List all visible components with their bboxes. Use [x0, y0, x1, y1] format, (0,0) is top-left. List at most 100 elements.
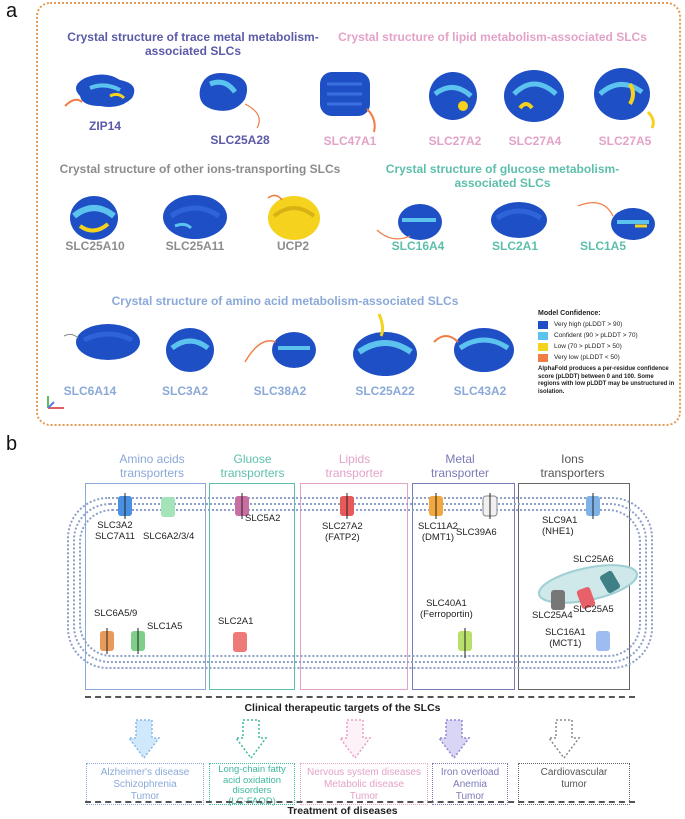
- axes-icon: [47, 396, 64, 409]
- ions-column-box: [518, 483, 630, 690]
- metal-column-title: Metal transporter: [430, 452, 490, 480]
- slc25a22-structure-image: [353, 313, 417, 376]
- slc25a28-structure-image: [199, 73, 260, 129]
- legend-item: Very low (pLDDT < 50): [538, 354, 676, 362]
- glucose-column-title: Gluose transporters: [220, 452, 285, 480]
- slc25a11-structure-image: [163, 195, 227, 239]
- slc16a1-transporter-icon: [596, 631, 610, 651]
- lipids-column-title: Lipids transporter: [325, 452, 384, 480]
- slc25a28-label: SLC25A28: [210, 133, 270, 147]
- legend-note: AlphaFold produces a per-residue confide…: [538, 366, 675, 395]
- slc1a5-structure-image: [577, 202, 655, 240]
- slc25a6-label-b: SLC25A6: [573, 554, 614, 565]
- legend-title: Model Confidence:: [538, 310, 601, 317]
- zip14-structure-image: [64, 74, 135, 107]
- slc27a2-transporter-icon: [340, 493, 354, 519]
- legend-label: Very low (pLDDT < 50): [554, 354, 620, 361]
- panel-a-label: a: [6, 0, 18, 22]
- amino-column-title: Amino acids transporters: [119, 452, 185, 480]
- amino-disease-box: Alzheimer's disease Schizophrenia Tumor: [86, 763, 204, 805]
- slc39a6-transporter-icon: [482, 493, 498, 519]
- panel-a-frame: [36, 2, 681, 426]
- lipids-arrow-icon: [338, 719, 372, 760]
- slc27a4-label: SLC27A4: [508, 134, 562, 148]
- legend-swatch: [538, 343, 548, 351]
- slc6a2-label-b: SLC6A2/3/4: [143, 531, 195, 542]
- slc47a1-label: SLC47A1: [323, 134, 377, 148]
- slc6a14-label: SLC6A14: [63, 384, 117, 398]
- legend-label: Confident (90 > pLDDT > 70): [554, 332, 638, 339]
- slc38a2-structure-image: [244, 332, 316, 368]
- slc40a1-label-b: SLC40A1 (Ferroportin): [420, 598, 473, 620]
- slc6a2-transporter-icon: [161, 497, 175, 517]
- legend-swatch: [538, 321, 548, 329]
- legend-swatch: [538, 332, 548, 340]
- legend-item: Low (70 > pLDDT > 50): [538, 343, 676, 351]
- slc3a2-structure-image: [166, 328, 214, 372]
- slc6a5-label-b: SLC6A5/9: [94, 608, 138, 619]
- legend-label: Low (70 > pLDDT > 50): [554, 343, 622, 350]
- slc25a4-label-b: SLC25A4: [532, 610, 573, 621]
- slc16a4-label: SLC16A4: [391, 239, 445, 253]
- lipids-disease-box: Nervous system diseases Metabolic diseas…: [300, 763, 428, 805]
- glucose-column-box: [209, 483, 295, 690]
- slc16a1-label-b: SLC16A1 (MCT1): [545, 627, 586, 649]
- slc2a1-label: SLC2A1: [491, 239, 538, 253]
- legend-swatch: [538, 354, 548, 362]
- slc25a11-label: SLC25A11: [165, 239, 225, 253]
- slc6a14-structure-image: [63, 324, 140, 360]
- clinical-caption: Clinical therapeutic targets of the SLCs: [244, 702, 441, 714]
- slc25a6-transporter-icon: [600, 570, 620, 594]
- slc38a2-label: SLC38A2: [253, 384, 307, 398]
- glucose-arrow-icon: [234, 719, 268, 760]
- slc1a5-transporter-icon: [131, 628, 145, 654]
- slc27a2-structure-image: [429, 72, 477, 120]
- slc2a1-transporter-icon: [233, 632, 247, 652]
- divider-bottom: [85, 801, 635, 803]
- model-confidence-legend: Model Confidence: Very high (pLDDT > 90)…: [538, 310, 676, 396]
- slc16a4-structure-image: [376, 204, 442, 240]
- lipid-title: Crystal structure of lipid metabolism-as…: [338, 30, 647, 44]
- metal-column-box: [412, 483, 515, 690]
- metal-disease-box: Iron overload Anemia Tumor: [432, 763, 508, 805]
- slc25a10-label: SLC25A10: [65, 239, 125, 253]
- glucose-disease-box: Long-chain fatty acid oxidation disorder…: [209, 763, 295, 806]
- slc40a1-transporter-icon: [458, 628, 472, 658]
- slc47a1-structure-image: [320, 72, 376, 133]
- trace-metal-title: Crystal structure of trace metal metabol…: [67, 30, 319, 58]
- slc1a5-label-b: SLC1A5: [147, 621, 183, 632]
- slc9a1-transporter-icon: [586, 493, 600, 519]
- slc43a2-label: SLC43A2: [453, 384, 507, 398]
- slc11a2-label-b: SLC11A2 (DMT1): [418, 521, 458, 543]
- ions-title: Crystal structure of other ions-transpor…: [59, 162, 341, 176]
- zip14-label: ZIP14: [88, 119, 121, 133]
- slc25a4-transporter-icon: [551, 590, 565, 610]
- divider-top: [85, 696, 635, 698]
- slc25a5-label-b: SLC25A5: [573, 604, 614, 615]
- glucose-title: Crystal structure of glucose metabolism-…: [385, 162, 620, 190]
- slc27a5-label: SLC27A5: [598, 134, 652, 148]
- slc5a2-label-b: SLC5A2: [245, 513, 281, 524]
- ions-disease-box: Cardiovascular tumor: [518, 763, 630, 805]
- slc2a1-structure-image: [491, 202, 547, 238]
- legend-item: Very high (pLDDT > 90): [538, 321, 676, 329]
- slc27a5-structure-image: [594, 68, 655, 129]
- ucp2-label: UCP2: [276, 239, 309, 253]
- slc43a2-structure-image: [433, 328, 514, 372]
- slc3a2-label-b: SLC3A2 SLC7A11: [95, 520, 135, 542]
- slc27a2-label: SLC27A2: [428, 134, 482, 148]
- amino-column-box: [85, 483, 206, 690]
- slc39a6-label-b: SLC39A6: [456, 527, 497, 538]
- slc25a10-structure-image: [70, 196, 118, 240]
- slc3a2-label: SLC3A2: [161, 384, 208, 398]
- slc1a5-label: SLC1A5: [579, 239, 626, 253]
- slc25a5-transporter-icon: [576, 587, 596, 609]
- panel-b-label: b: [6, 433, 18, 455]
- slc25a22-label: SLC25A22: [355, 384, 415, 398]
- slc3a2-transporter-icon: [118, 493, 132, 519]
- lipids-column-box: [300, 483, 408, 690]
- slc2a1-label-b: SLC2A1: [218, 616, 254, 627]
- slc5a2-transporter-icon: [235, 493, 249, 519]
- ucp2-structure-image: [267, 194, 320, 240]
- ions-arrow-icon: [547, 719, 581, 760]
